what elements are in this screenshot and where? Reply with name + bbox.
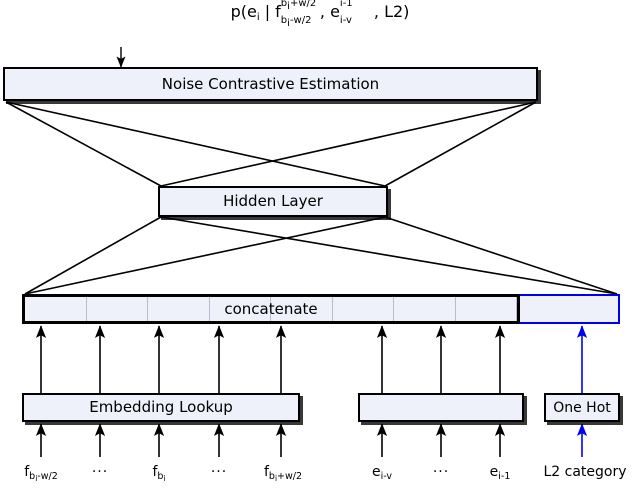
formula-comma-e: , e [314, 2, 340, 21]
concat-cell[interactable] [394, 297, 456, 321]
wire-nce-hidden-1 [5, 101, 386, 187]
concat-cell[interactable] [210, 297, 271, 321]
concat-cell[interactable] [271, 297, 333, 321]
wire-nce-hidden-4 [384, 101, 537, 187]
concat-cell[interactable] [333, 297, 394, 321]
leaf-label-ellipsis-left: ··· [91, 464, 109, 480]
leaf-label-l2-category: L2 category [543, 464, 627, 480]
one-hot-box[interactable]: One Hot [544, 393, 620, 422]
formula-p-prefix: p(e [230, 2, 257, 21]
concat-cell[interactable] [456, 297, 517, 321]
one-hot-label: One Hot [553, 399, 611, 416]
wire-hidden-concat-2 [160, 216, 618, 295]
leaf-label-f-bi-minus-w2: fbi-w/2 [24, 464, 58, 483]
previous-words-embedding-box[interactable] [358, 393, 524, 422]
formula-e-subscript: i-v [339, 15, 352, 26]
wire-nce-hidden-2 [5, 101, 162, 187]
wire-nce-hidden-3 [160, 101, 537, 187]
wire-hidden-concat-3 [24, 216, 386, 295]
leaf-label-e-i-minus-1: ei-1 [489, 464, 511, 482]
concat-cell[interactable] [25, 297, 87, 321]
wire-hidden-concat-4 [384, 216, 618, 295]
leaf-label-ellipsis-right: ··· [210, 464, 228, 480]
hidden-layer-label: Hidden Layer [223, 192, 323, 210]
wire-hidden-concat-1 [24, 216, 162, 295]
formula-f-subscript: bi-w/2 [280, 15, 312, 29]
concatenate-context-cells[interactable]: concatenate [22, 294, 520, 324]
embedding-lookup-label: Embedding Lookup [89, 398, 233, 416]
hidden-layer-box[interactable]: Hidden Layer [158, 186, 388, 217]
leaf-label-ellipsis-prev: ··· [432, 464, 450, 480]
nce-label: Noise Contrastive Estimation [161, 74, 380, 93]
formula-e-superscript: i-1 [339, 0, 353, 9]
concatenate-l2-cell[interactable] [520, 294, 620, 324]
formula-f-superscript: bi+w/2 [280, 0, 317, 12]
formula-p-subscript: i [256, 12, 260, 23]
noise-contrastive-estimation-box[interactable]: Noise Contrastive Estimation [3, 67, 538, 101]
embedding-lookup-box[interactable]: Embedding Lookup [22, 393, 300, 422]
concatenate-strip[interactable]: concatenate [22, 294, 620, 324]
concat-cell[interactable] [148, 297, 210, 321]
leaf-label-f-bi-plus-w2: fbi+w/2 [263, 464, 303, 483]
formula-suffix: , L2) [373, 2, 410, 21]
concat-cell[interactable] [87, 297, 148, 321]
leaf-label-e-i-minus-v: ei-v [371, 464, 393, 482]
formula-conditional-bar: | f [259, 2, 281, 21]
leaf-label-f-bi: fbi [152, 464, 166, 483]
